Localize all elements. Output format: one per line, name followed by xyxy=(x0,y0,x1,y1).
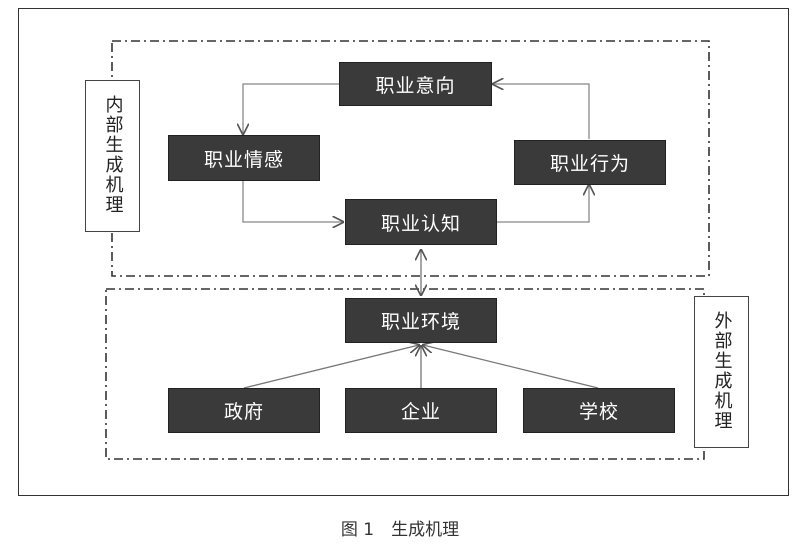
node-career-intention: 职业意向 xyxy=(339,62,492,106)
arrow-intention-to-emotion xyxy=(243,83,339,134)
arrow-emotion-to-cognition xyxy=(242,181,343,222)
arrow-government-to-environment xyxy=(243,345,419,389)
node-enterprise: 企业 xyxy=(345,388,497,433)
internal-mechanism-label: 内部生成机理 xyxy=(85,80,140,232)
node-school: 学校 xyxy=(523,388,675,433)
node-career-cognition: 职业认知 xyxy=(345,199,497,245)
arrow-behavior-to-intention xyxy=(493,84,590,139)
arrow-cognition-to-behavior xyxy=(496,185,589,223)
node-career-environment: 职业环境 xyxy=(345,298,497,343)
figure-frame xyxy=(18,8,789,496)
node-career-behavior: 职业行为 xyxy=(514,140,666,185)
node-government: 政府 xyxy=(168,388,320,433)
arrow-school-to-environment xyxy=(423,345,599,389)
external-mechanism-region xyxy=(105,288,705,460)
node-career-emotion: 职业情感 xyxy=(168,135,320,181)
external-mechanism-label: 外部生成机理 xyxy=(694,296,749,448)
figure-caption: 图 1 生成机理 xyxy=(340,520,460,540)
